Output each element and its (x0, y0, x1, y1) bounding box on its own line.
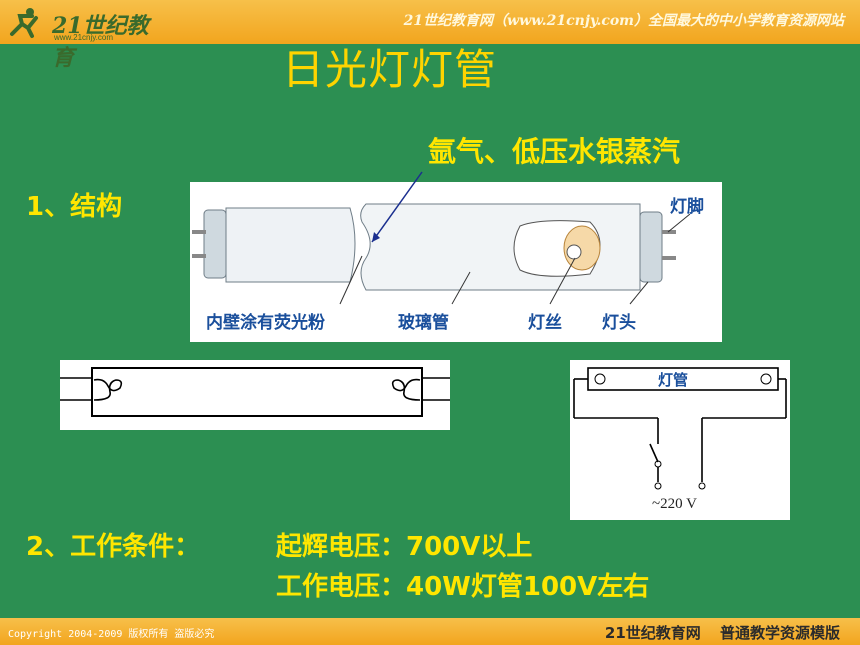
circuit-tube-label: 灯管 (658, 371, 689, 389)
circuit-voltage-label: ~220 V (652, 496, 697, 512)
footer-bar: Copyright 2004-2009 版权所有 盗版必究 21世纪教育网 普通… (0, 618, 860, 645)
header-bar: 21世纪教育 www.21cnjy.com 21世纪教育网（www.21cnjy… (0, 0, 860, 71)
conditions-heading: 2、工作条件： (26, 532, 201, 562)
cap-label: 灯头 (602, 313, 636, 333)
inner-coating-label: 内壁涂有荧光粉 (206, 313, 325, 333)
running-figure-icon (10, 8, 38, 38)
gas-note: 氩气、低压水银蒸汽 (428, 135, 681, 168)
tube-structure-diagram: 内壁涂有荧光粉 玻璃管 灯丝 灯头 灯脚 (190, 182, 722, 342)
pin-label: 灯脚 (670, 197, 704, 217)
filament-label: 灯丝 (528, 313, 562, 333)
work-voltage-text: 工作电压：40W灯管100V左右 (276, 572, 650, 602)
glass-tube-label: 玻璃管 (398, 313, 449, 333)
copyright-text: Copyright 2004-2009 版权所有 盗版必究 (8, 629, 215, 640)
logo-url: www.21cnjy.com (54, 33, 113, 42)
logo-text: 21世纪教育 (52, 13, 149, 71)
slide-title: 日光灯灯管 (282, 45, 498, 94)
site-logo[interactable]: 21世纪教育 www.21cnjy.com (6, 4, 156, 71)
footer-site-text: 21世纪教育网 普通教学资源模版 (604, 624, 840, 642)
circuit-diagram: 灯管 ~220 V (570, 360, 790, 520)
tube-symbol-diagram (60, 360, 450, 430)
start-voltage-text: 起辉电压：700V以上 (276, 532, 533, 562)
structure-heading: 1、结构 (26, 192, 123, 222)
header-slogan: 21世纪教育网（www.21cnjy.com）全国最大的中小学教育资源网站 (403, 13, 844, 29)
